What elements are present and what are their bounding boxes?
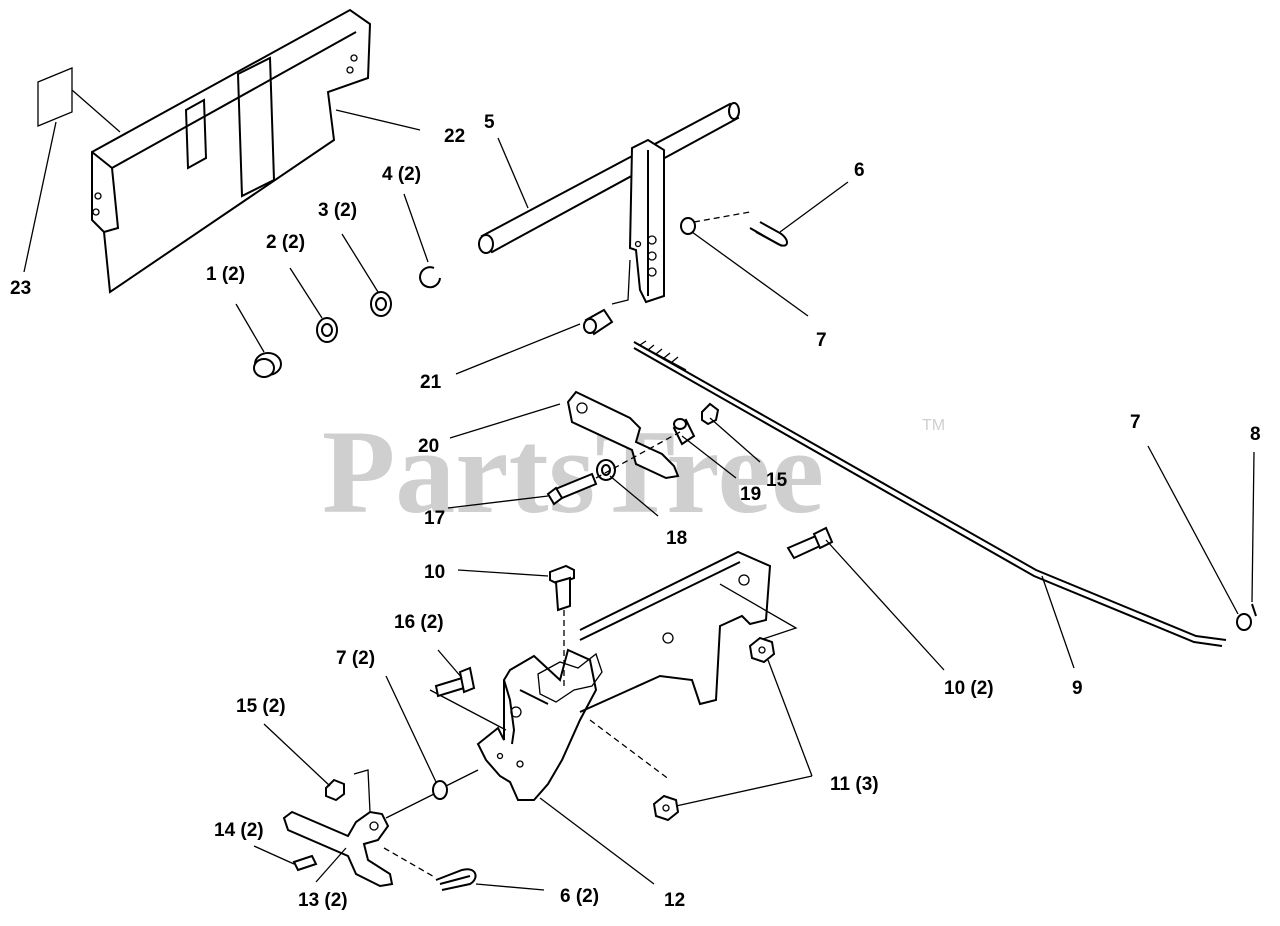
watermark-text: PartsTree: [322, 405, 824, 538]
label-10: 10: [424, 562, 445, 583]
part-labels: 23 22 1 (2) 2 (2) 3 (2) 4 (2) 5 6 7 21 2…: [10, 112, 1261, 911]
part-9-lift-rod[interactable]: [633, 340, 1227, 647]
leader-lines: [23, 109, 1255, 891]
part-6-hairpin-clip[interactable]: [749, 221, 788, 247]
part-2-washer[interactable]: [316, 317, 338, 343]
part-10-bolt[interactable]: [549, 564, 575, 690]
label-8: 8: [1250, 424, 1261, 445]
part-17-bolt[interactable]: [546, 431, 681, 506]
part-13-lever[interactable]: [282, 769, 435, 888]
label-2: 2 (2): [266, 232, 305, 253]
label-12: 12: [664, 890, 685, 911]
part-7-washer-lower[interactable]: [432, 769, 479, 800]
label-15: 15: [766, 470, 788, 491]
label-16: 16 (2): [394, 612, 444, 633]
part-23-decal[interactable]: [37, 67, 121, 133]
part-12-main-bracket[interactable]: [429, 550, 798, 801]
label-1: 1 (2): [206, 264, 245, 285]
part-7-washer-rod-end[interactable]: [1236, 613, 1252, 631]
part-15-nut-top[interactable]: [701, 402, 720, 426]
part-4-e-clip[interactable]: [419, 266, 441, 289]
part-6-hairpin-lower[interactable]: [383, 847, 477, 891]
part-14-pin[interactable]: [292, 854, 318, 872]
label-22: 22: [444, 126, 465, 147]
label-4: 4 (2): [382, 164, 421, 185]
part-20-link-plate[interactable]: [566, 390, 680, 480]
part-19-spacer[interactable]: [672, 418, 696, 446]
label-11: 11 (3): [830, 774, 879, 795]
label-20: 20: [418, 436, 439, 457]
label-18: 18: [666, 528, 687, 549]
part-11-nut-bottom[interactable]: [652, 794, 680, 822]
label-23: 23: [10, 278, 31, 299]
label-7-top: 7: [816, 330, 827, 351]
part-1-bushing[interactable]: [253, 352, 282, 378]
part-10-bolt-pair[interactable]: [786, 526, 834, 560]
part-11-nut-right[interactable]: [748, 636, 776, 664]
label-7-rod: 7: [1130, 412, 1141, 433]
part-16-bolt[interactable]: [434, 666, 476, 698]
label-9: 9: [1072, 678, 1083, 699]
label-10-pair: 10 (2): [944, 678, 994, 699]
label-6: 6: [854, 160, 865, 181]
label-17: 17: [424, 508, 445, 529]
label-7-lower: 7 (2): [336, 648, 375, 669]
label-13: 13 (2): [298, 890, 348, 911]
part-22-shield-plate[interactable]: [91, 8, 372, 294]
part-21-ferrule[interactable]: [583, 308, 614, 336]
label-6-lower: 6 (2): [560, 886, 599, 907]
label-19: 19: [740, 484, 761, 505]
part-18-washer[interactable]: [596, 459, 616, 481]
label-3: 3 (2): [318, 200, 357, 221]
part-5-lift-shaft[interactable]: [478, 102, 740, 305]
part-8-cotter-pin[interactable]: [1251, 603, 1257, 617]
label-21: 21: [420, 372, 442, 393]
label-5: 5: [484, 112, 495, 133]
part-15-nut-lower[interactable]: [325, 778, 345, 802]
label-14: 14 (2): [214, 820, 264, 841]
label-15-lower: 15 (2): [236, 696, 286, 717]
part-3-washer[interactable]: [370, 291, 392, 317]
watermark-trademark: TM: [922, 417, 945, 434]
part-7-washer-top[interactable]: [680, 211, 751, 235]
